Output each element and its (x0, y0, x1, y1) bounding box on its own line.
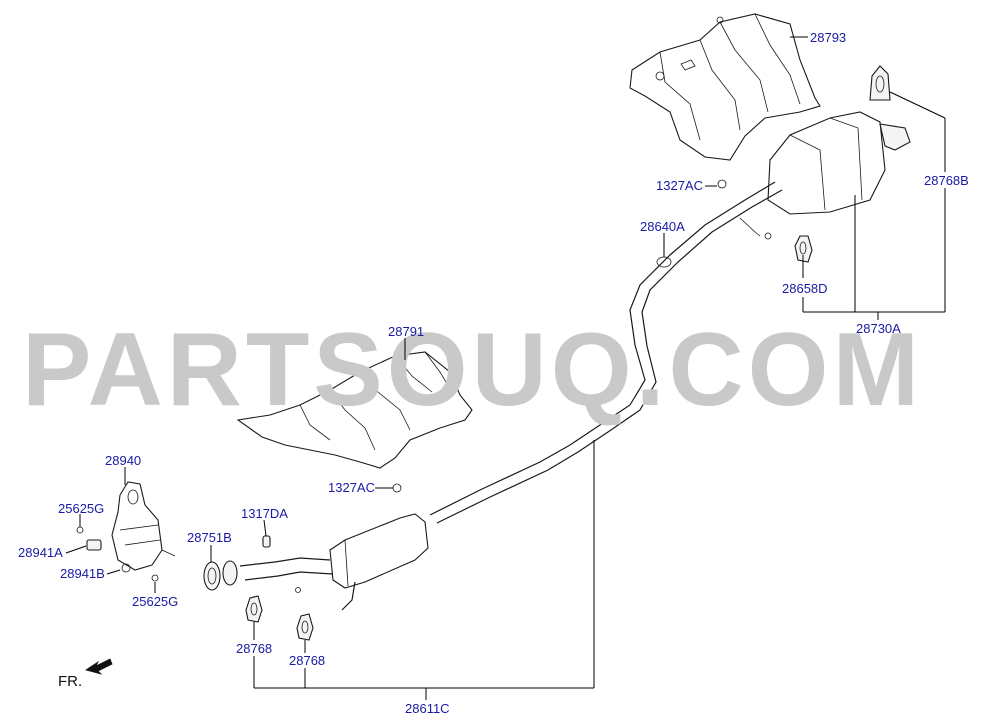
label-28768-right[interactable]: 28768 (289, 653, 325, 668)
label-1327AC-top[interactable]: 1327AC (656, 178, 703, 193)
watermark: PARTSOUQ.COM (22, 312, 923, 428)
label-28768-left[interactable]: 28768 (236, 641, 272, 656)
front-direction-indicator: FR. (58, 658, 113, 690)
hanger-28768-right[interactable] (296, 613, 314, 641)
label-28768B[interactable]: 28768B (924, 173, 969, 188)
main-exhaust-pipe[interactable] (429, 181, 783, 524)
label-28640A[interactable]: 28640A (640, 219, 685, 234)
label-1327AC-mid[interactable]: 1327AC (328, 480, 375, 495)
hanger-28768B[interactable] (869, 65, 891, 101)
label-28940[interactable]: 28940 (105, 453, 141, 468)
hanger-28768-left[interactable] (245, 595, 263, 623)
heat-shield-center[interactable] (236, 351, 473, 493)
front-label: FR. (58, 673, 82, 690)
part-labels: 28793 28768B 1327AC 28640A 28658D 28730A… (18, 30, 969, 716)
heat-shield-rear[interactable] (629, 13, 821, 161)
label-28730A[interactable]: 28730A (856, 321, 901, 336)
label-28793[interactable]: 28793 (810, 30, 846, 45)
catalytic-converter[interactable] (76, 481, 176, 582)
front-arrow-icon (85, 658, 113, 675)
bolt-1317DA[interactable] (262, 535, 271, 548)
rear-muffler[interactable] (717, 111, 911, 215)
leader-lines (65, 36, 946, 700)
isolator-28658D[interactable] (794, 235, 813, 263)
label-28791[interactable]: 28791 (388, 324, 424, 339)
label-25625G-top[interactable]: 25625G (58, 501, 104, 516)
label-28611C[interactable]: 28611C (405, 701, 450, 716)
center-muffler[interactable] (239, 513, 429, 611)
gasket-28751B[interactable] (203, 560, 238, 591)
label-1317DA[interactable]: 1317DA (241, 506, 288, 521)
label-28941B[interactable]: 28941B (60, 566, 105, 581)
label-28751B[interactable]: 28751B (187, 530, 232, 545)
label-25625G-bot[interactable]: 25625G (132, 594, 178, 609)
label-28658D[interactable]: 28658D (782, 281, 828, 296)
label-28941A[interactable]: 28941A (18, 545, 63, 560)
